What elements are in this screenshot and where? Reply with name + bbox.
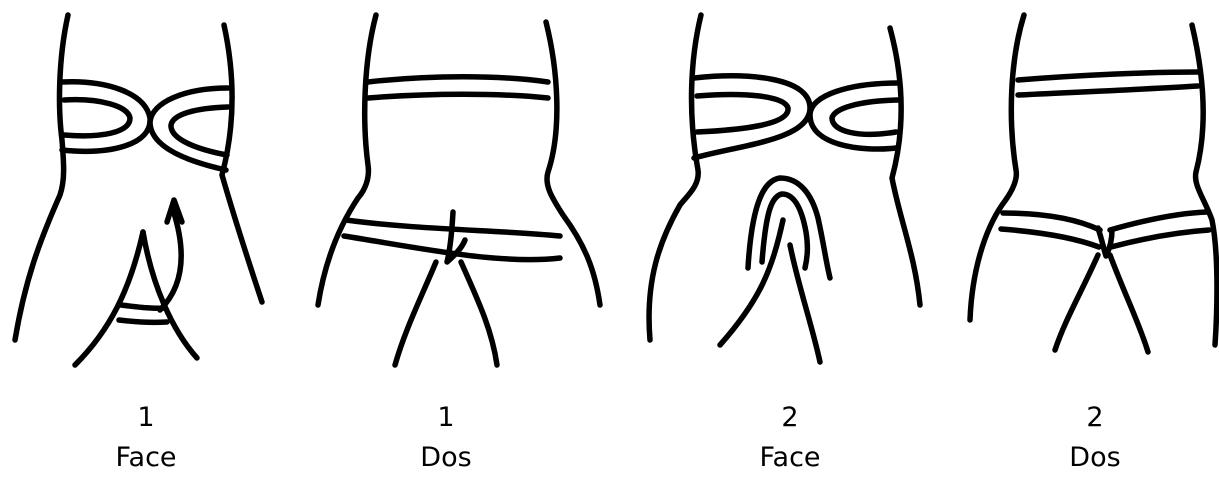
upper-band-top xyxy=(368,77,548,82)
center-fold xyxy=(1098,228,1112,256)
left-band-outer xyxy=(62,82,150,151)
front-strap-left xyxy=(75,232,143,365)
torso-left-outline xyxy=(15,15,68,340)
torso-right-outline xyxy=(546,22,600,305)
torso-left-outline xyxy=(970,15,1024,320)
lower-band-left-bottom xyxy=(1001,229,1099,247)
torso-left-outline xyxy=(649,15,701,340)
upper-band-bottom xyxy=(368,94,548,98)
lower-band-right-top xyxy=(1110,212,1207,230)
left-band-inner xyxy=(697,95,788,133)
figure-1-dos-drawing xyxy=(318,15,600,365)
figure-2-face-drawing xyxy=(649,15,920,362)
right-band-inner xyxy=(832,100,898,134)
lower-band-right-bottom xyxy=(1111,230,1209,247)
right-band-outer xyxy=(810,83,898,149)
figure-view-label: Dos xyxy=(366,438,526,478)
figure-number: 2 xyxy=(710,398,870,438)
twist-arrow xyxy=(160,210,181,310)
figure-number: 1 xyxy=(366,398,526,438)
strap-right-leg xyxy=(461,262,497,365)
figure-1-dos-caption: 1 Dos xyxy=(366,398,526,478)
right-band-outer xyxy=(150,88,228,170)
figure-view-label: Face xyxy=(710,438,870,478)
torso-right-outline xyxy=(222,25,262,302)
figure-2-dos-caption: 2 Dos xyxy=(1015,398,1175,478)
figure-number: 1 xyxy=(66,398,226,438)
strap-right-leg xyxy=(1110,255,1148,352)
lower-band-left-top xyxy=(1003,213,1100,230)
strap-left-leg xyxy=(1055,255,1098,350)
upper-band-top xyxy=(1018,72,1198,80)
figure-view-label: Face xyxy=(66,438,226,478)
figure-2-face-caption: 2 Face xyxy=(710,398,870,478)
figure-1-face-drawing xyxy=(15,15,262,365)
figure-2-dos-drawing xyxy=(970,15,1217,352)
front-cross-band-bottom xyxy=(119,320,167,322)
left-band-outer xyxy=(694,76,810,158)
loop-inner xyxy=(762,194,807,268)
figure-1-face-caption: 1 Face xyxy=(66,398,226,478)
torso-left-outline xyxy=(318,15,376,305)
strap-left-leg xyxy=(395,262,436,365)
upper-band-bottom xyxy=(1018,86,1198,95)
torso-right-outline xyxy=(890,28,920,305)
right-band-inner xyxy=(171,107,228,155)
figure-view-label: Dos xyxy=(1015,438,1175,478)
figure-number: 2 xyxy=(1015,398,1175,438)
left-band-inner xyxy=(64,100,130,136)
